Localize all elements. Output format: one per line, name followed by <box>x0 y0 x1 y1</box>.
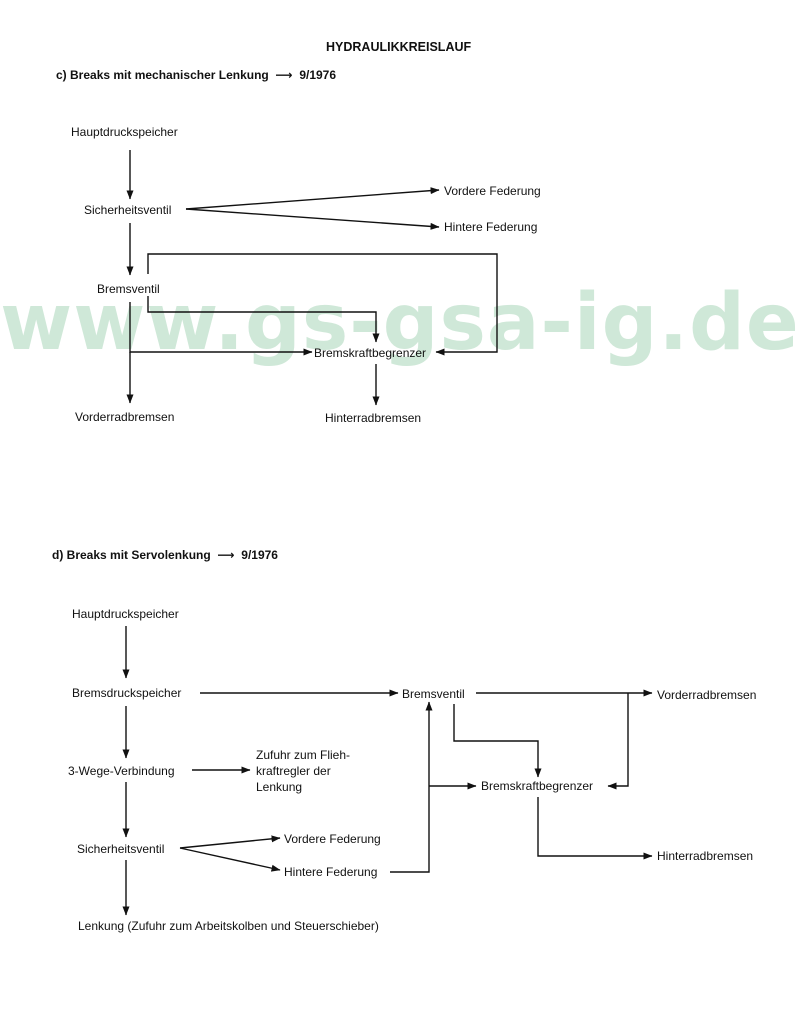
c-node-bremsventil: Bremsventil <box>97 282 160 296</box>
d-node-lenkung: Lenkung (Zufuhr zum Arbeitskolben und St… <box>78 919 379 933</box>
d-node-vorderradbremsen: Vorderradbremsen <box>657 688 757 702</box>
right-arrow-icon: ⟶ <box>272 68 296 82</box>
c-arrow-bremsventil-to-begrenzer <box>147 296 380 343</box>
c-node-hintere-federung: Hintere Federung <box>444 220 538 234</box>
c-node-vorderradbremsen: Vorderradbremsen <box>75 410 175 424</box>
c-node-bremskraftbegrenzer: Bremskraftbegrenzer <box>314 346 427 360</box>
section-c-heading-text: c) Breaks mit mechanischer Lenkung <box>56 68 269 82</box>
d-node-hauptdruckspeicher: Hauptdruckspeicher <box>72 607 179 621</box>
c-arrow-sicherheit-to-vordere <box>185 187 440 210</box>
d-node-zufuhr-line2: kraftregler der <box>256 764 331 778</box>
d-node-bremskraftbegrenzer: Bremskraftbegrenzer <box>481 779 594 793</box>
section-d-heading: d) Breaks mit Servolenkung ⟶ 9/1976 <box>52 548 278 562</box>
d-arrow-bremsventil-to-begrenzer <box>453 704 542 778</box>
d-arrow-sicherheit-to-vordere <box>179 835 281 849</box>
right-arrow-icon: ⟶ <box>214 548 238 562</box>
c-node-vordere-federung: Vordere Federung <box>444 184 541 198</box>
c-arrow-feedback-loop <box>147 253 498 356</box>
d-node-vordere-federung: Vordere Federung <box>284 832 381 846</box>
d-arrow-sicherheit-to-hintere <box>179 847 281 872</box>
d-node-3-wege-verbindung: 3-Wege-Verbindung <box>68 764 175 778</box>
d-arrow-begrenzer-to-hinterrad <box>537 797 653 860</box>
page-title: HYDRAULIKKREISLAUF <box>326 40 472 54</box>
c-node-sicherheitsventil: Sicherheitsventil <box>84 203 172 217</box>
d-node-hinterradbremsen: Hinterradbremsen <box>657 849 754 863</box>
d-node-bremsventil: Bremsventil <box>402 687 465 701</box>
d-node-zufuhr-line1: Zufuhr zum Flieh- <box>256 748 351 762</box>
section-d-date: 9/1976 <box>241 548 278 562</box>
section-c-date: 9/1976 <box>299 68 337 82</box>
d-node-hintere-federung: Hintere Federung <box>284 865 378 879</box>
c-arrow-left-to-begrenzer <box>129 302 313 356</box>
c-arrow-sicherheit-to-hintere <box>185 208 440 230</box>
d-node-zufuhr-line3: Lenkung <box>256 780 303 794</box>
watermark-text: www.gs-gsa-ig.de <box>0 278 800 368</box>
section-c-heading: c) Breaks mit mechanischer Lenkung ⟶ 9/1… <box>56 68 336 82</box>
d-arrow-vorderrad-feedback <box>607 693 629 790</box>
d-node-bremsdruckspeicher: Bremsdruckspeicher <box>72 686 182 700</box>
d-arrow-hintere-to-bremsventil <box>390 701 433 873</box>
d-node-sicherheitsventil: Sicherheitsventil <box>77 842 165 856</box>
section-d-heading-text: d) Breaks mit Servolenkung <box>52 548 211 562</box>
c-node-hauptdruckspeicher: Hauptdruckspeicher <box>71 125 178 139</box>
c-node-hinterradbremsen: Hinterradbremsen <box>325 411 422 425</box>
